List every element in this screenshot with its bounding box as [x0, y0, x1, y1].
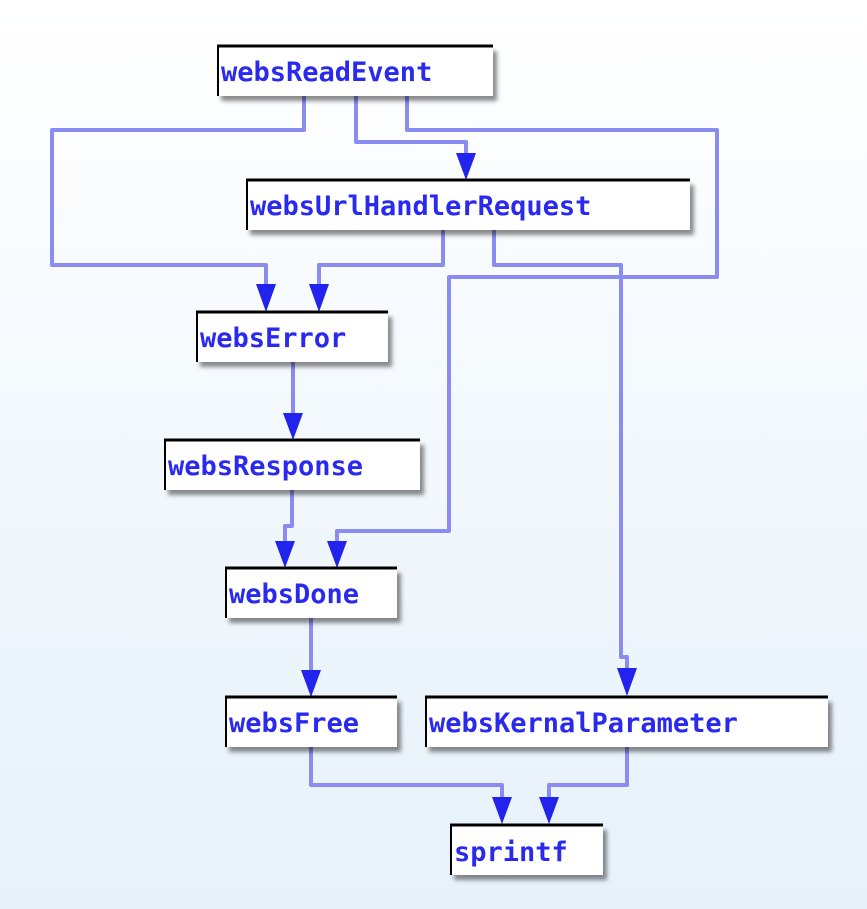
- edge-websDone-to-websFree: [301, 618, 321, 697]
- node-box: [450, 825, 603, 875]
- edges: [50, 96, 719, 824]
- node-label: sprintf: [454, 837, 568, 868]
- node-box: [246, 180, 690, 230]
- node-websError[interactable]: websError: [196, 310, 388, 362]
- node-label: websDone: [229, 579, 359, 610]
- node-websUrlHandlerRequest[interactable]: websUrlHandlerRequest: [246, 178, 690, 230]
- node-websFree[interactable]: websFree: [225, 695, 397, 747]
- edge-websReadEvent-to-websDone: [327, 96, 719, 568]
- edge-websKernalParameter-to-sprintf: [539, 747, 629, 824]
- node-box: [425, 697, 828, 747]
- node-box: [196, 312, 388, 362]
- node-box: [164, 440, 420, 490]
- node-box: [225, 568, 397, 618]
- node-sprintf[interactable]: sprintf: [450, 823, 603, 875]
- node-box: [217, 46, 493, 96]
- node-label: websResponse: [168, 451, 363, 482]
- node-label: websKernalParameter: [429, 708, 738, 739]
- edge-websUrlHandlerRequest-to-websKernalParameter: [492, 230, 637, 696]
- node-label: websReadEvent: [221, 57, 432, 88]
- node-label: websError: [200, 323, 346, 354]
- node-websDone[interactable]: websDone: [225, 566, 397, 618]
- node-websKernalParameter[interactable]: websKernalParameter: [425, 695, 828, 747]
- edge-websFree-to-sprintf: [309, 747, 512, 824]
- node-label: websUrlHandlerRequest: [250, 191, 591, 222]
- node-box: [225, 697, 397, 747]
- node-websReadEvent[interactable]: websReadEvent: [217, 44, 493, 96]
- edge-websError-to-websResponse: [283, 362, 303, 440]
- edge-websUrlHandlerRequest-to-websError: [309, 230, 445, 312]
- edge-websResponse-to-websDone: [275, 489, 295, 568]
- node-label: websFree: [229, 708, 359, 739]
- edge-websReadEvent-to-websError: [50, 96, 306, 312]
- nodes: websReadEvent websUrlHandlerRequest webs…: [164, 44, 828, 875]
- edge-websReadEvent-to-websUrlHandlerRequest: [354, 96, 476, 180]
- node-websResponse[interactable]: websResponse: [164, 438, 420, 490]
